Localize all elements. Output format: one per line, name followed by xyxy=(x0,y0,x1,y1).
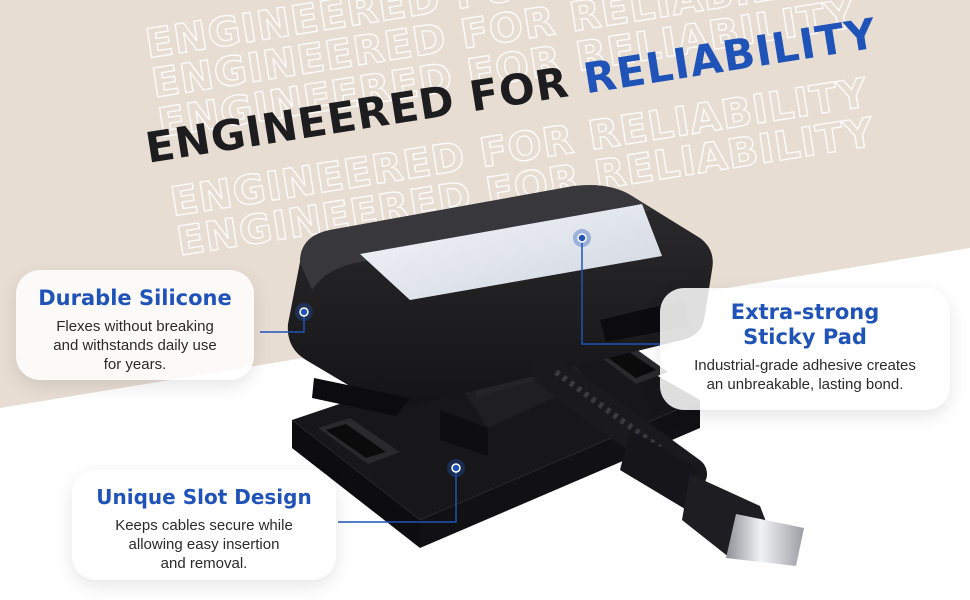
callout-line: and withstands daily use xyxy=(53,337,217,354)
usb-c-connector xyxy=(726,514,804,566)
hotspot-dot-icon xyxy=(447,459,465,477)
hotspot-dot-icon xyxy=(573,229,591,247)
callout-line: Industrial-grade adhesive creates xyxy=(694,357,916,374)
callout-line: allowing easy insertion xyxy=(128,536,280,553)
callout-line: for years. xyxy=(103,356,167,373)
hotspot-dot-icon xyxy=(295,303,313,321)
callout-title: Durable Silicone xyxy=(38,286,232,310)
callout-line: an unbreakable, lasting bond. xyxy=(706,376,904,393)
callout-body: Keeps cables secure while allowing easy … xyxy=(72,516,336,573)
callout-sticky-pad: Extra-strong Sticky Pad Industrial-grade… xyxy=(660,288,950,410)
callout-durable-silicone: Durable Silicone Flexes without breaking… xyxy=(16,270,254,380)
clip-top-housing xyxy=(287,185,713,416)
usb-c-cable xyxy=(531,353,804,566)
callout-leaders xyxy=(260,240,660,523)
callout-body: Flexes without breaking and withstands d… xyxy=(16,317,254,374)
callout-title: Unique Slot Design xyxy=(96,485,312,509)
callout-title: Extra-strong Sticky Pad xyxy=(660,300,950,350)
callout-line: and removal. xyxy=(160,555,248,572)
callout-title-line: Extra-strong xyxy=(730,300,880,324)
callout-unique-slot: Unique Slot Design Keeps cables secure w… xyxy=(72,470,336,580)
callout-line: Flexes without breaking xyxy=(56,318,214,335)
callout-title-line: Sticky Pad xyxy=(743,325,867,349)
sticky-pad-surface xyxy=(360,204,662,300)
callout-line: Keeps cables secure while xyxy=(115,517,293,534)
callout-body: Industrial-grade adhesive creates an unb… xyxy=(660,356,950,394)
